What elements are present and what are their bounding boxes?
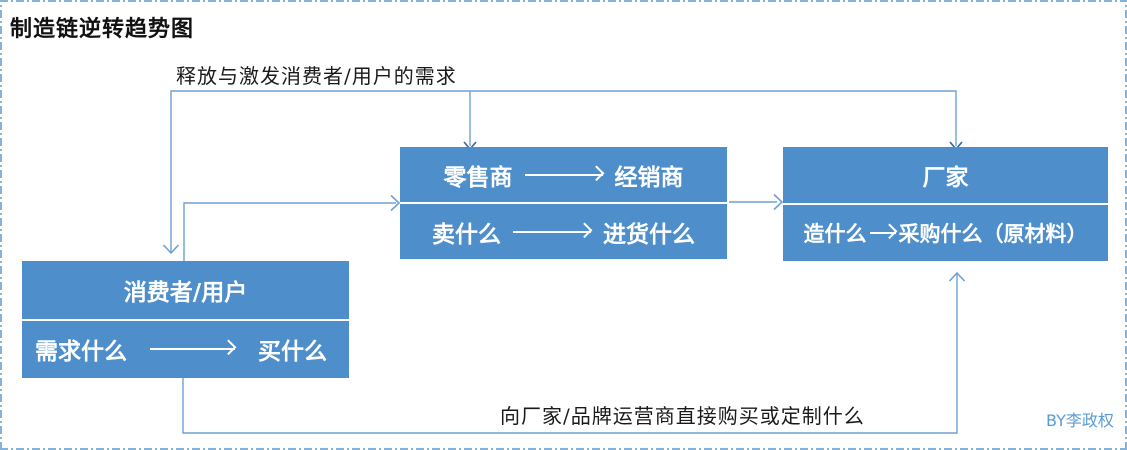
- arrowhead-right-retailer: [390, 194, 401, 212]
- procure-what-label: 采购什么（原材料）: [898, 222, 1088, 246]
- arrowhead-down-consumer: [162, 244, 180, 255]
- connector-consumer-retailer: [183, 202, 396, 261]
- stock-what-label: 进货什么: [603, 221, 695, 248]
- consumer-box: 消费者/用户 需求什么 买什么: [22, 261, 349, 378]
- page-title: 制造链逆转趋势图: [10, 16, 195, 42]
- factory-box: 厂家 造什么 采购什么（原材料）: [783, 147, 1108, 261]
- arrowhead-right-factory: [773, 193, 784, 211]
- right-arrow-icon: [513, 230, 591, 233]
- retailer-label: 零售商: [443, 164, 513, 191]
- factory-box-title-row: 厂家: [783, 147, 1108, 203]
- arrowhead-up-factory: [948, 271, 966, 282]
- retailer-box-row1: 零售商 经销商: [400, 147, 727, 202]
- top-flow-label: 释放与激发消费者/用户的需求: [176, 64, 457, 88]
- make-what-label: 造什么: [803, 222, 867, 246]
- retailer-box: 零售商 经销商 卖什么 进货什么: [400, 147, 727, 259]
- right-arrow-icon: [869, 232, 896, 234]
- retailer-box-row2: 卖什么 进货什么: [400, 202, 727, 259]
- right-arrow-icon: [150, 348, 235, 351]
- buy-what-label: 买什么: [258, 339, 327, 366]
- factory-box-row2: 造什么 采购什么（原材料）: [783, 203, 1108, 261]
- distributor-label: 经销商: [614, 164, 684, 191]
- right-arrow-icon: [524, 173, 603, 176]
- sell-what-label: 卖什么: [432, 221, 501, 248]
- consumer-box-title-row: 消费者/用户: [22, 261, 349, 319]
- byline: BY李政权: [1046, 411, 1114, 430]
- consumer-box-row2: 需求什么 买什么: [22, 318, 349, 379]
- consumer-label: 消费者/用户: [123, 279, 248, 306]
- need-what-label: 需求什么: [35, 339, 127, 366]
- factory-label: 厂家: [922, 165, 969, 191]
- bottom-flow-label: 向厂家/品牌运营商直接购买或定制什么: [500, 404, 865, 428]
